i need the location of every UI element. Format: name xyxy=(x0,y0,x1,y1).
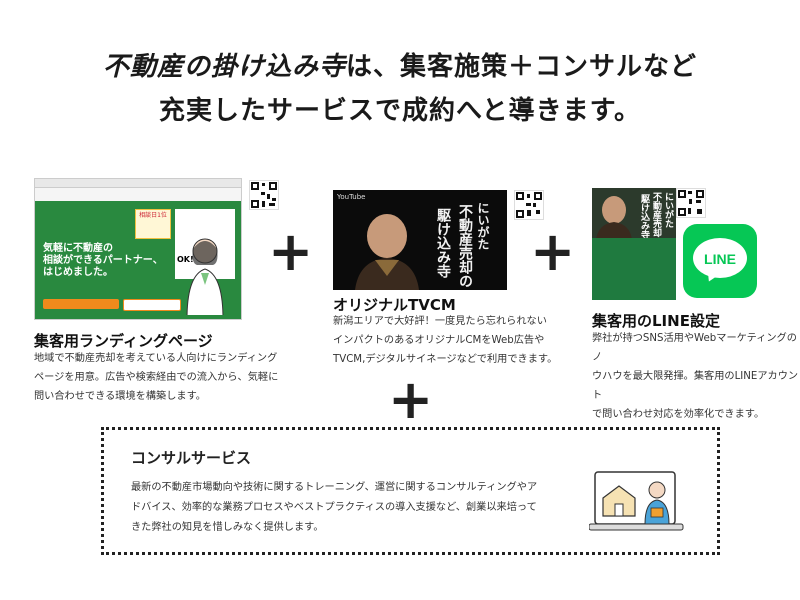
landing-hero-line1: 気軽に不動産の xyxy=(43,243,113,254)
plus-icon: + xyxy=(268,220,314,283)
plus-icon: + xyxy=(530,220,576,283)
landing-page-title: 集客用ランディングページ xyxy=(34,332,213,350)
person-illustration-icon xyxy=(186,238,224,315)
tvcm-text-col3: 駆け込み寺 xyxy=(435,208,451,278)
tvcm-text-col1: にいがた xyxy=(476,202,490,250)
line-text-col3: 駆け込み寺 xyxy=(639,194,649,239)
line-app-label: LINE xyxy=(704,251,736,267)
qr-code-icon xyxy=(676,188,706,218)
tvcm-description: 新潟エリアで大好評！一度見たら忘れられない インパクトのあるオリジナルCMをWe… xyxy=(333,316,558,365)
landing-cta-2 xyxy=(123,299,181,311)
qr-code-icon xyxy=(514,190,544,220)
line-text-col2: 不動産売却の xyxy=(651,192,661,246)
laptop-consultant-icon xyxy=(589,471,684,531)
landing-hero-line2: 相談ができるパートナー、 xyxy=(43,255,163,266)
consult-service-box: コンサルサービス 最新の不動産市場動向や技術に関するトレーニング、運営に関するコ… xyxy=(101,427,720,555)
line-description: 弊社が持つSNS活用やWebマーケティングのノ ウハウを最大限発揮。集客用のLI… xyxy=(592,333,799,420)
line-account-screenshot: にいがた 不動産売却の 駆け込み寺 xyxy=(592,188,676,300)
tvcm-text-col2: 不動産売却の xyxy=(457,204,473,288)
landing-cta-1 xyxy=(43,299,119,309)
line-app-icon: LINE xyxy=(683,224,757,298)
tvcm-title: オリジナルTVCM xyxy=(333,296,456,314)
qr-code-icon xyxy=(249,180,279,210)
tvcm-video-screenshot: YouTube にいがた 不動産売却の 駆け込み寺 xyxy=(333,190,507,290)
line-profile-panel xyxy=(592,238,676,300)
plus-icon: + xyxy=(388,368,434,431)
landing-page-screenshot: 相談日1位 気軽に不動産の 相談ができるパートナー、 はじめました。 OK! xyxy=(34,178,242,320)
line-title: 集客用のLINE設定 xyxy=(592,312,720,330)
monk-portrait-icon xyxy=(355,214,419,290)
landing-ok-text: OK! xyxy=(177,255,194,264)
youtube-logo: YouTube xyxy=(337,193,366,201)
headline-line1-rest: は、集客施策＋コンサルなど xyxy=(346,52,698,82)
landing-badge: 相談日1位 xyxy=(135,209,171,239)
headline-line1: 不動産の掛け込み寺は、集客施策＋コンサルなど xyxy=(0,46,800,83)
headline-line2: 充実したサービスで成約へと導きます。 xyxy=(158,96,642,126)
monk-portrait-icon xyxy=(596,196,632,240)
headline-emphasis: 不動産の掛け込み寺 xyxy=(102,52,346,82)
consult-title: コンサルサービス xyxy=(131,449,252,467)
consult-description: 最新の不動産市場動向や技術に関するトレーニング、運営に関するコンサルティングやア… xyxy=(131,482,538,533)
landing-page-description: 地域で不動産売却を考えている人向けにランディング ページを用意。広告や検索経由で… xyxy=(34,353,279,402)
landing-hero-line3: はじめました。 xyxy=(43,267,113,278)
line-text-col1: にいがた xyxy=(663,192,673,228)
